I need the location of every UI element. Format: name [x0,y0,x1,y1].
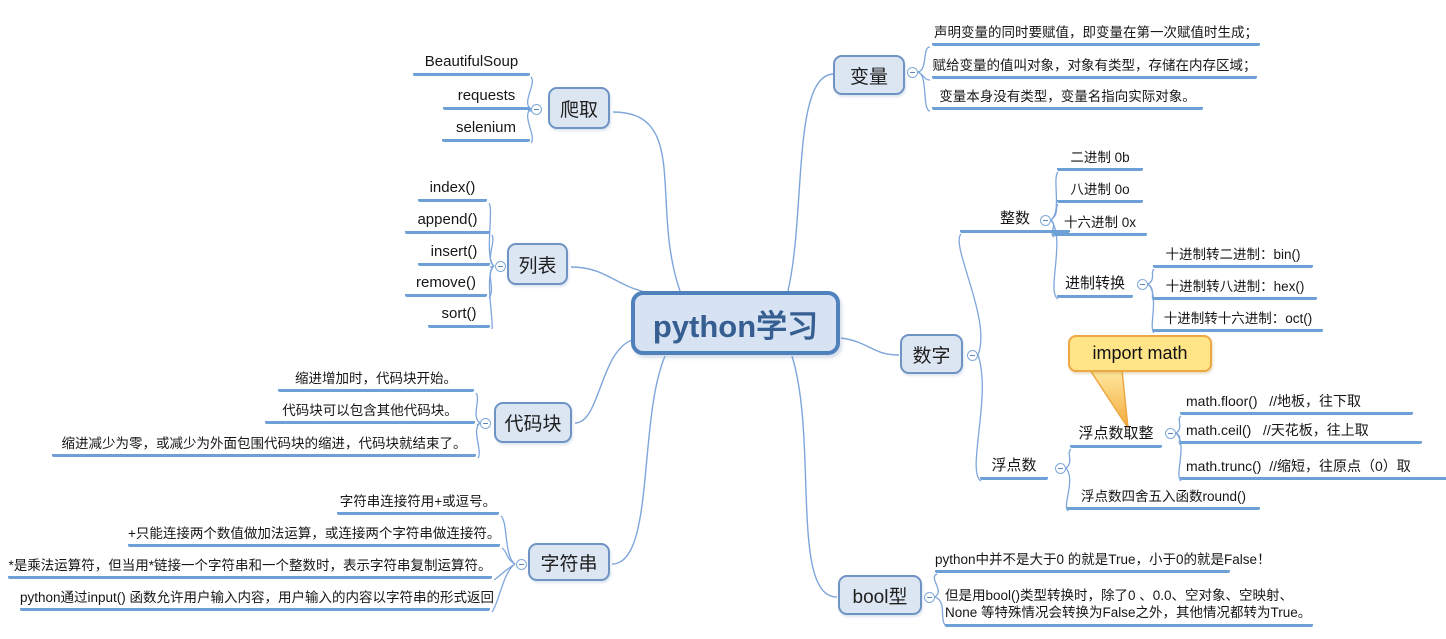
root-branch-curves [570,73,900,598]
node-float-rounding[interactable]: 浮点数取整 [1070,424,1162,448]
topic-number[interactable]: 数字 [900,334,963,374]
topic-code-block[interactable]: 代码块 [494,402,572,443]
node-variable-note-2[interactable]: 赋给变量的值叫对象，对象有类型，存储在内存区域； [932,56,1257,79]
note-import-math[interactable]: import math [1068,335,1212,372]
node-hex-0x[interactable]: 十六进制 0x [1053,213,1147,236]
node-append[interactable]: append() [405,210,490,234]
node-round-function[interactable]: 浮点数四舍五入函数round() [1067,487,1260,510]
node-binary-0b[interactable]: 二进制 0b [1057,148,1143,171]
node-sort[interactable]: sort() [428,304,490,328]
node-remove[interactable]: remove() [405,273,487,297]
node-base-conversion-3[interactable]: 十进制转十六进制：oct() [1153,309,1323,332]
topic-list[interactable]: 列表 [507,243,568,285]
collapse-toggle-float[interactable] [1055,463,1066,474]
node-octal-0o[interactable]: 八进制 0o [1057,180,1143,203]
node-math-ceil[interactable]: math.ceil() //天花板，往上取 [1180,421,1422,444]
node-beautifulsoup[interactable]: BeautifulSoup [413,52,530,76]
note-callout-tail [1088,369,1129,429]
child-branch-curves [475,46,1182,628]
node-selenium[interactable]: selenium [442,118,530,142]
node-code-block-note-3[interactable]: 缩进减少为零，或减少为外面包围代码块的缩进，代码块就结束了。 [52,434,476,457]
collapse-toggle-string[interactable] [516,559,527,570]
node-math-trunc[interactable]: math.trunc() //缩短，往原点（0）取 [1180,457,1446,480]
topic-string[interactable]: 字符串 [528,543,610,581]
node-string-note-4[interactable]: python通过input() 函数允许用户输入内容，用户输入的内容以字符串的形… [20,588,494,611]
node-float[interactable]: 浮点数 [980,456,1048,480]
node-variable-note-3[interactable]: 变量本身没有类型，变量名指向实际对象。 [932,87,1203,110]
node-math-floor[interactable]: math.floor() //地板，往下取 [1180,392,1413,415]
node-variable-note-1[interactable]: 声明变量的同时要赋值，即变量在第一次赋值时生成； [932,23,1260,46]
collapse-toggle-variable[interactable] [907,67,918,78]
node-index[interactable]: index() [418,178,487,202]
root-node-python-learning[interactable]: python学习 [631,291,840,355]
node-requests[interactable]: requests [443,86,530,110]
node-bool-note-2[interactable]: 但是用bool()类型转换时，除了0 、0.0、空对象、空映射、None 等特殊… [945,588,1313,627]
collapse-toggle-integer[interactable] [1040,215,1051,226]
node-string-note-3[interactable]: *是乘法运算符，但当用*链接一个字符串和一个整数时，表示字符串复制运算符。 [8,556,492,579]
collapse-toggle-crawling[interactable] [531,104,542,115]
node-base-conversion-2[interactable]: 十进制转八进制：hex() [1153,277,1317,300]
node-base-conversion[interactable]: 进制转换 [1057,274,1133,298]
node-string-note-1[interactable]: 字符串连接符用+或逗号。 [337,492,499,515]
collapse-toggle-code-block[interactable] [480,418,491,429]
collapse-toggle-rounding[interactable] [1165,428,1176,439]
topic-variable[interactable]: 变量 [833,55,905,95]
node-code-block-note-2[interactable]: 代码块可以包含其他代码块。 [265,401,475,424]
node-code-block-note-1[interactable]: 缩进增加时，代码块开始。 [278,369,474,392]
node-bool-note-1[interactable]: python中并不是大于0 的就是True，小于0的就是False！ [935,550,1271,573]
collapse-toggle-base-conversion[interactable] [1137,279,1148,290]
node-string-note-2[interactable]: +只能连接两个数值做加法运算，或连接两个字符串做连接符。 [128,524,500,547]
collapse-toggle-list[interactable] [495,261,506,272]
collapse-toggle-bool[interactable] [924,592,935,603]
node-integer[interactable]: 整数 [960,209,1070,233]
topic-bool[interactable]: bool型 [838,575,922,615]
topic-crawling[interactable]: 爬取 [548,87,610,129]
collapse-toggle-number[interactable] [967,350,978,361]
node-base-conversion-1[interactable]: 十进制转二进制：bin() [1153,245,1313,268]
node-insert[interactable]: insert() [418,242,490,266]
